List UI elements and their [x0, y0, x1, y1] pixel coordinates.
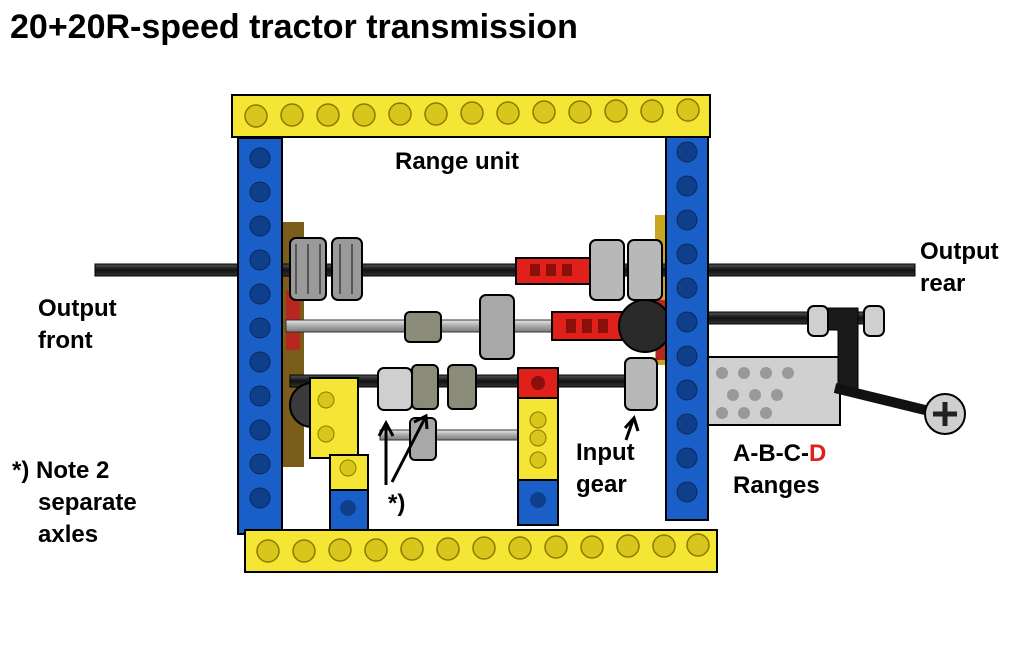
ranges-line-1: A-B-C-D: [733, 438, 826, 470]
note-line-1: *) Note 2: [12, 457, 110, 484]
input-gear-arrow: [623, 415, 640, 441]
output-front-line-1: Output: [38, 295, 117, 322]
output-rear-line-2: rear: [920, 270, 966, 297]
right-blue-beam: [665, 131, 709, 521]
bottom-yellow-beam: [244, 529, 718, 573]
note-line-3: axles: [38, 521, 99, 548]
gear-top-right: [589, 239, 663, 301]
black-gear-middle: [618, 299, 672, 353]
gear-top-left-2: [331, 237, 363, 301]
input-gear-label: Input gear: [576, 437, 635, 501]
note-arrows: [377, 413, 429, 485]
top-yellow-beam: [231, 94, 711, 138]
red-shifter-top: [515, 257, 591, 285]
ranges-line-2: Ranges: [733, 472, 820, 499]
output-front-label: Output front: [38, 293, 117, 357]
lower-axle-2: [379, 417, 521, 461]
yellow-block-left: [309, 377, 369, 531]
range-selector-assembly: [699, 305, 966, 435]
page-title: 20+20R-speed tractor transmission: [10, 8, 578, 46]
output-rear-label: Output rear: [920, 236, 999, 300]
ranges-prefix: A-B-C-: [733, 440, 809, 467]
input-gear-line-1: Input: [576, 439, 635, 466]
note-line-2: separate: [38, 489, 137, 516]
yellow-block-middle: [517, 367, 559, 526]
left-blue-beam: [237, 137, 283, 535]
output-front-line-2: front: [38, 327, 93, 354]
ranges-accent: D: [808, 440, 827, 467]
red-shifter-middle: [551, 311, 629, 341]
output-axle-top: [94, 263, 916, 277]
star-marker: *): [388, 490, 406, 517]
ranges-label: A-B-C-D Ranges: [733, 438, 826, 502]
input-gear-line-2: gear: [576, 471, 627, 498]
output-rear-line-1: Output: [920, 238, 999, 265]
gear-top-left-1: [289, 237, 327, 301]
range-unit-label: Range unit: [395, 148, 519, 175]
note-label: *) Note 2 separate axles: [12, 455, 137, 551]
